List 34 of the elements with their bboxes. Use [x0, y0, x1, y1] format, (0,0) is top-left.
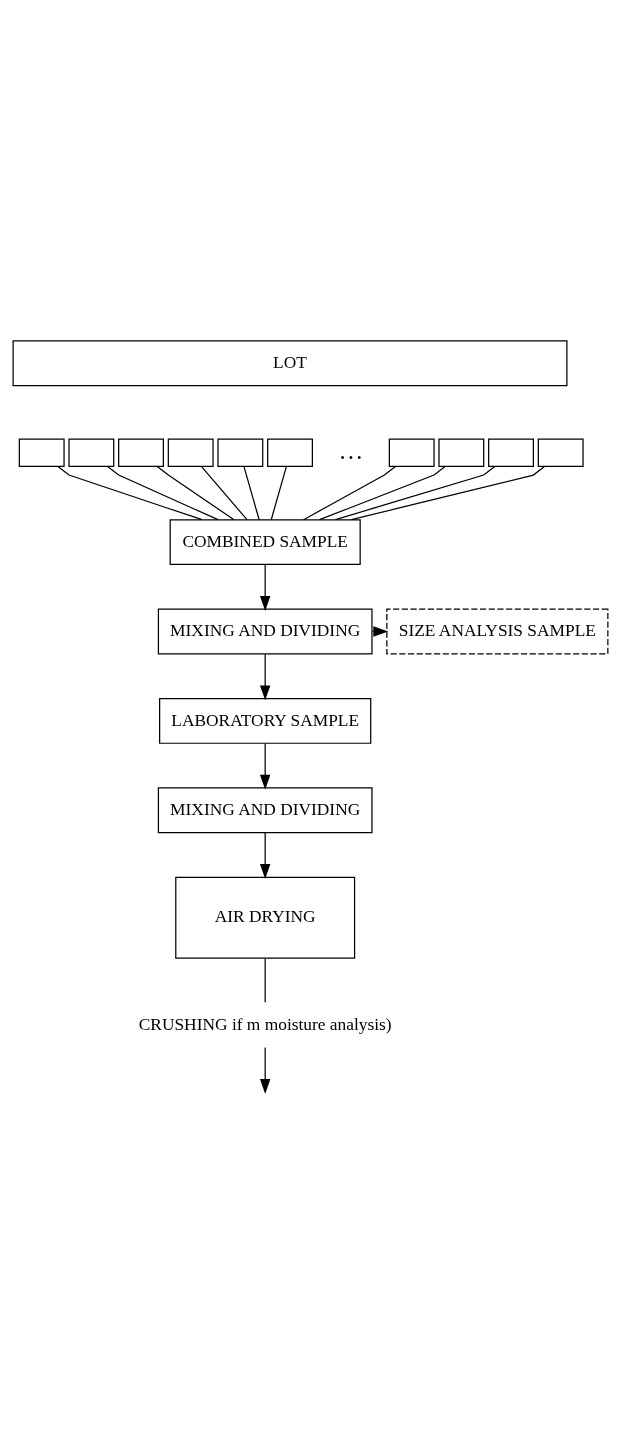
node-box	[68, 437, 115, 467]
node-box: LABORATORY SAMPLE	[159, 697, 372, 744]
node-box	[217, 437, 264, 467]
connector	[156, 465, 235, 520]
connector	[106, 465, 219, 520]
connector	[334, 465, 496, 520]
node-box: SIZE ANALYSIS SAMPLE	[386, 608, 609, 654]
connector	[350, 465, 546, 520]
arrow	[259, 563, 271, 611]
connector	[302, 465, 397, 520]
arrow	[259, 742, 271, 790]
connector	[57, 465, 203, 520]
connector	[270, 465, 288, 520]
node-text: CRUSHING if m moisture analysis)	[138, 1014, 392, 1034]
node-box	[167, 437, 214, 467]
node-box: LOT	[12, 339, 568, 386]
connector	[200, 465, 248, 520]
connector	[243, 465, 260, 520]
label: …	[338, 436, 364, 464]
node-box: COMBINED SAMPLE	[169, 518, 361, 565]
node-box	[118, 437, 164, 467]
node-box: AIR DRYING	[175, 876, 356, 959]
arrow	[259, 831, 271, 879]
node-box	[488, 437, 534, 467]
node-box	[267, 437, 313, 467]
node-box	[438, 437, 485, 467]
connector	[318, 465, 446, 520]
node-box	[388, 437, 435, 467]
arrow	[259, 653, 271, 700]
arrow	[259, 1046, 271, 1094]
node-box	[18, 437, 65, 467]
node-box	[537, 437, 584, 467]
connector	[264, 957, 266, 1003]
node-box: MIXING AND DIVIDING	[157, 786, 373, 833]
